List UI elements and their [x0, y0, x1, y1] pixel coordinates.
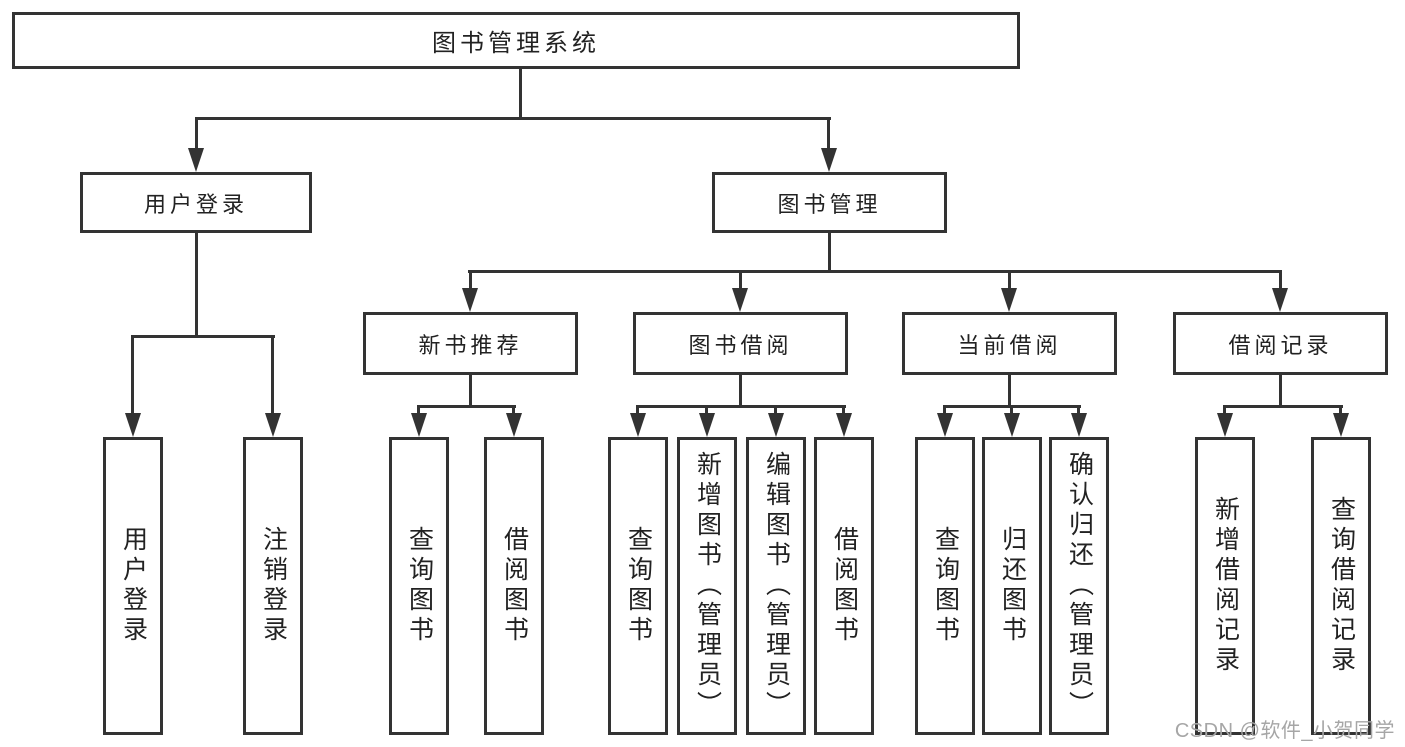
node-label: 用户登录 — [143, 191, 248, 217]
connector-line — [195, 117, 831, 120]
leaf-user-login: 用户登录 — [103, 437, 163, 735]
arrowhead-down — [937, 413, 953, 437]
arrowhead-down — [411, 413, 427, 437]
node-root-library-system: 图书管理系统 — [12, 12, 1020, 69]
node-label: 借阅图书 — [500, 526, 529, 646]
node-label: 归还图书 — [998, 526, 1027, 646]
connector-line — [828, 233, 831, 270]
node-label: 图书管理 — [777, 191, 882, 217]
node-book-borrowing: 图书借阅 — [633, 312, 848, 375]
connector-line — [195, 233, 198, 335]
leaf-query-books-borrow: 查询图书 — [608, 437, 668, 735]
connector-line — [512, 408, 515, 415]
node-book-management: 图书管理 — [712, 172, 947, 233]
leaf-borrow-books-borrow: 借阅图书 — [814, 437, 874, 735]
arrowhead-down — [630, 413, 646, 437]
arrowhead-down — [1004, 413, 1020, 437]
node-label: 新增图书（管理员） — [693, 451, 722, 721]
connector-line — [1223, 405, 1343, 408]
arrowhead-down — [265, 413, 281, 437]
arrowhead-down — [768, 413, 784, 437]
node-label: 借阅图书 — [830, 526, 859, 646]
leaf-query-borrow-record: 查询借阅记录 — [1311, 437, 1371, 735]
connector-line — [468, 270, 1282, 273]
node-label: 新增借阅记录 — [1211, 496, 1240, 676]
connector-line — [1008, 375, 1011, 405]
leaf-add-books-admin: 新增图书（管理员） — [677, 437, 737, 735]
connector-line — [195, 117, 198, 150]
arrowhead-down — [1071, 413, 1087, 437]
leaf-confirm-return-admin: 确认归还（管理员） — [1049, 437, 1109, 735]
arrowhead-down — [506, 413, 522, 437]
node-label: 查询借阅记录 — [1327, 496, 1356, 676]
node-user-login: 用户登录 — [80, 172, 312, 233]
node-label: 图书管理系统 — [432, 30, 600, 57]
connector-line — [1008, 273, 1011, 290]
connector-line — [1339, 408, 1342, 415]
connector-line — [827, 117, 830, 150]
node-label: 借阅记录 — [1228, 332, 1333, 358]
arrowhead-down — [836, 413, 852, 437]
leaf-return-books: 归还图书 — [982, 437, 1042, 735]
node-label: 编辑图书（管理员） — [762, 451, 791, 721]
node-label: 注销登录 — [259, 526, 288, 646]
arrowhead-down — [1001, 288, 1017, 312]
leaf-query-books-current: 查询图书 — [915, 437, 975, 735]
connector-line — [469, 273, 472, 290]
node-label: 当前借阅 — [957, 332, 1062, 358]
connector-line — [842, 408, 845, 415]
connector-line — [1077, 408, 1080, 415]
leaf-borrow-books-recommend: 借阅图书 — [484, 437, 544, 735]
connector-line — [1010, 408, 1013, 415]
connector-line — [636, 405, 846, 408]
node-label: 查询图书 — [931, 526, 960, 646]
leaf-query-books-recommend: 查询图书 — [389, 437, 449, 735]
node-current-borrowing: 当前借阅 — [902, 312, 1117, 375]
node-label: 查询图书 — [405, 526, 434, 646]
connector-line — [417, 405, 516, 408]
connector-line — [943, 405, 1081, 408]
node-label: 确认归还（管理员） — [1065, 451, 1094, 721]
connector-line — [1279, 273, 1282, 290]
node-label: 新书推荐 — [418, 332, 523, 358]
connector-line — [739, 375, 742, 405]
connector-line — [271, 338, 274, 415]
connector-line — [1279, 375, 1282, 405]
csdn-watermark: CSDN @软件_小贺同学 — [1174, 720, 1395, 742]
arrowhead-down — [1217, 413, 1233, 437]
connector-line — [636, 408, 639, 415]
connector-line — [417, 408, 420, 415]
node-new-book-recommendation: 新书推荐 — [363, 312, 578, 375]
connector-line — [774, 408, 777, 415]
arrowhead-down — [1333, 413, 1349, 437]
connector-line — [131, 338, 134, 415]
connector-line — [739, 273, 742, 290]
arrowhead-down — [699, 413, 715, 437]
node-label: 图书借阅 — [688, 332, 793, 358]
arrowhead-down — [462, 288, 478, 312]
connector-line — [519, 68, 522, 120]
leaf-edit-books-admin: 编辑图书（管理员） — [746, 437, 806, 735]
arrowhead-down — [1272, 288, 1288, 312]
leaf-logout: 注销登录 — [243, 437, 303, 735]
arrowhead-down — [188, 148, 204, 172]
connector-line — [1223, 408, 1226, 415]
connector-line — [705, 408, 708, 415]
connector-line — [943, 408, 946, 415]
node-label: 用户登录 — [119, 526, 148, 646]
arrowhead-down — [821, 148, 837, 172]
node-borrowing-records: 借阅记录 — [1173, 312, 1388, 375]
node-label: 查询图书 — [624, 526, 653, 646]
leaf-add-borrow-record: 新增借阅记录 — [1195, 437, 1255, 735]
arrowhead-down — [732, 288, 748, 312]
connector-line — [469, 375, 472, 405]
connector-line — [131, 335, 275, 338]
arrowhead-down — [125, 413, 141, 437]
